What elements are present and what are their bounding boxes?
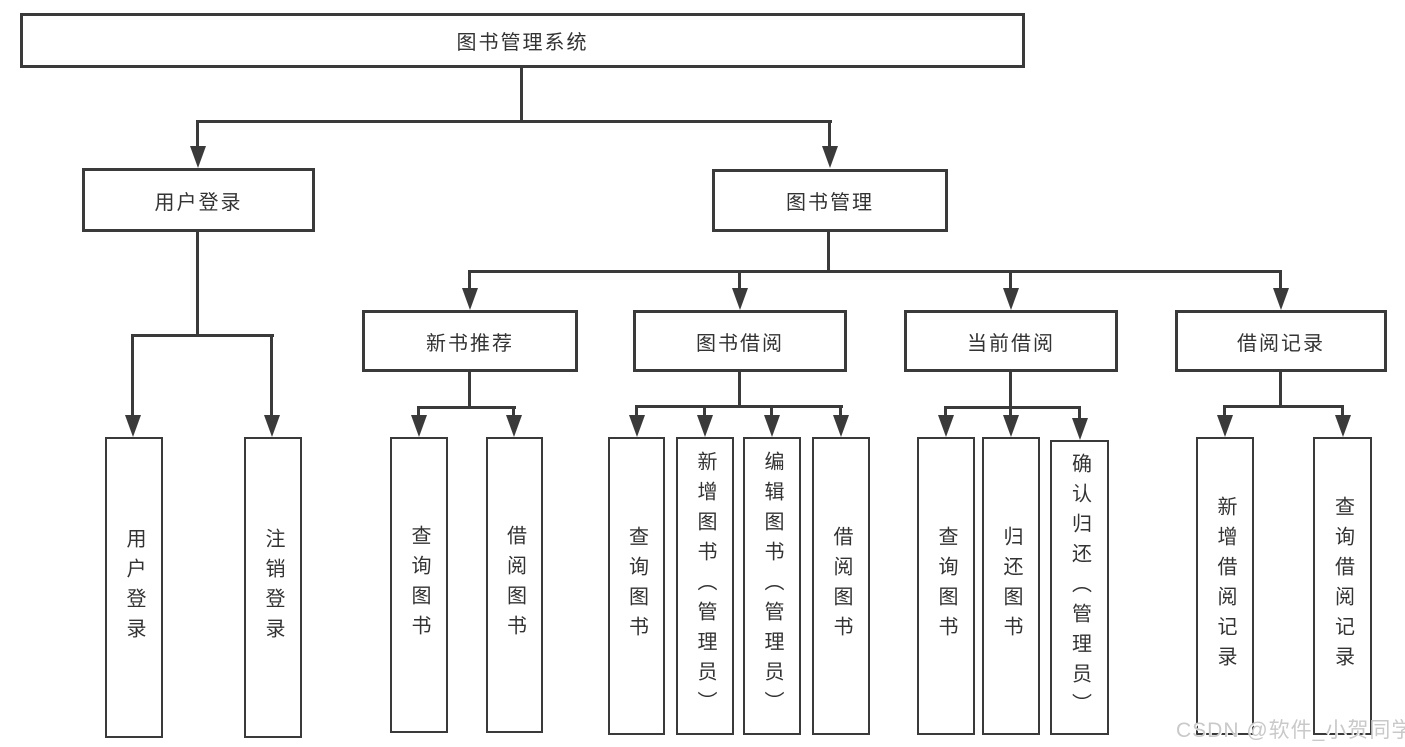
connector-line (944, 406, 947, 418)
node-book-management-label: 图书管理 (786, 192, 874, 214)
node-new-book-recommend: 新书推荐 (362, 310, 578, 372)
node-current-borrow: 当前借阅 (904, 310, 1118, 372)
arrow-down-icon (1217, 415, 1233, 437)
leaf-borrow-edit-books-admin-label: 编辑图书（管理员） (761, 451, 783, 721)
connector-line (1078, 406, 1081, 418)
arrow-down-icon (264, 415, 280, 437)
connector-line (1223, 405, 1226, 418)
arrow-down-icon (1273, 288, 1289, 310)
connector-line (828, 120, 831, 150)
arrow-down-icon (629, 415, 645, 437)
node-current-borrow-label: 当前借阅 (967, 332, 1055, 355)
leaf-current-return-books: 归还图书 (982, 437, 1040, 735)
leaf-records-query-record-label: 查询借阅记录 (1331, 496, 1354, 676)
connector-line (270, 334, 273, 418)
connector-line (196, 232, 199, 337)
connector-line (827, 232, 830, 273)
arrow-down-icon (1335, 415, 1351, 437)
leaf-newbook-query-books-label: 查询图书 (408, 525, 430, 645)
connector-line (770, 405, 773, 418)
connector-line (468, 372, 471, 409)
connector-line (417, 406, 516, 409)
connector-line (839, 405, 842, 418)
connector-line (131, 334, 134, 418)
connector-line (1009, 406, 1012, 418)
connector-line (635, 405, 638, 418)
arrow-down-icon (1072, 418, 1088, 440)
leaf-current-query-books-label: 查询图书 (935, 526, 957, 646)
arrow-down-icon (125, 415, 141, 437)
node-book-management: 图书管理 (712, 169, 948, 232)
node-borrow-records-label: 借阅记录 (1237, 332, 1325, 355)
leaf-records-query-record: 查询借阅记录 (1313, 437, 1372, 735)
leaf-current-confirm-return-admin: 确认归还（管理员） (1050, 440, 1109, 735)
connector-line (196, 120, 832, 123)
arrow-down-icon (462, 288, 478, 310)
leaf-records-add-record: 新增借阅记录 (1196, 437, 1254, 735)
connector-line (512, 406, 515, 418)
connector-line (1341, 405, 1344, 418)
connector-line (417, 406, 420, 418)
arrow-down-icon (732, 288, 748, 310)
leaf-user-login-label: 用户登录 (123, 527, 145, 648)
node-borrow-records: 借阅记录 (1175, 310, 1387, 372)
leaf-borrow-borrow-books: 借阅图书 (812, 437, 870, 735)
leaf-current-return-books-label: 归还图书 (1000, 526, 1022, 646)
leaf-newbook-borrow-books: 借阅图书 (486, 437, 543, 733)
connector-line (468, 270, 471, 292)
connector-line (520, 68, 523, 123)
node-user-login: 用户登录 (82, 168, 315, 232)
leaf-current-confirm-return-admin-label: 确认归还（管理员） (1068, 452, 1091, 723)
leaf-logout-label: 注销登录 (262, 527, 284, 648)
node-book-borrow: 图书借阅 (633, 310, 847, 372)
node-root-label: 图书管理系统 (456, 32, 589, 54)
arrow-down-icon (506, 415, 522, 437)
leaf-borrow-add-books-admin-label: 新增图书（管理员） (694, 451, 716, 721)
leaf-borrow-add-books-admin: 新增图书（管理员） (676, 437, 734, 735)
arrow-down-icon (190, 146, 206, 168)
node-root: 图书管理系统 (20, 13, 1025, 68)
connector-line (1279, 372, 1282, 408)
csdn-watermark: CSDN @软件_小贺同学 (1176, 719, 1405, 742)
connector-line (944, 406, 1081, 409)
connector-line (1279, 270, 1282, 292)
connector-line (1009, 270, 1012, 292)
connector-line (1223, 405, 1344, 408)
leaf-borrow-query-books: 查询图书 (608, 437, 665, 735)
leaf-newbook-query-books: 查询图书 (390, 437, 448, 733)
arrow-down-icon (833, 415, 849, 437)
arrow-down-icon (1003, 415, 1019, 437)
leaf-records-add-record-label: 新增借阅记录 (1214, 496, 1236, 676)
arrow-down-icon (697, 415, 713, 437)
connector-line (468, 270, 1282, 273)
leaf-newbook-borrow-books-label: 借阅图书 (503, 525, 526, 645)
arrow-down-icon (1003, 288, 1019, 310)
node-new-book-recommend-label: 新书推荐 (426, 332, 514, 355)
arrow-down-icon (938, 415, 954, 437)
arrow-down-icon (764, 415, 780, 437)
node-user-login-label: 用户登录 (154, 191, 243, 214)
arrow-down-icon (822, 146, 838, 168)
leaf-borrow-query-books-label: 查询图书 (625, 526, 648, 646)
node-book-borrow-label: 图书借阅 (696, 332, 784, 355)
leaf-user-login: 用户登录 (105, 437, 163, 738)
connector-line (738, 270, 741, 292)
connector-line (738, 372, 741, 408)
arrow-down-icon (411, 415, 427, 437)
leaf-borrow-borrow-books-label: 借阅图书 (830, 526, 852, 646)
connector-line (635, 405, 843, 408)
leaf-borrow-edit-books-admin: 编辑图书（管理员） (743, 437, 801, 735)
connector-line (1009, 372, 1012, 409)
leaf-current-query-books: 查询图书 (917, 437, 975, 735)
connector-line (131, 334, 274, 337)
connector-line (196, 120, 199, 150)
leaf-logout: 注销登录 (244, 437, 302, 738)
connector-line (703, 405, 706, 418)
